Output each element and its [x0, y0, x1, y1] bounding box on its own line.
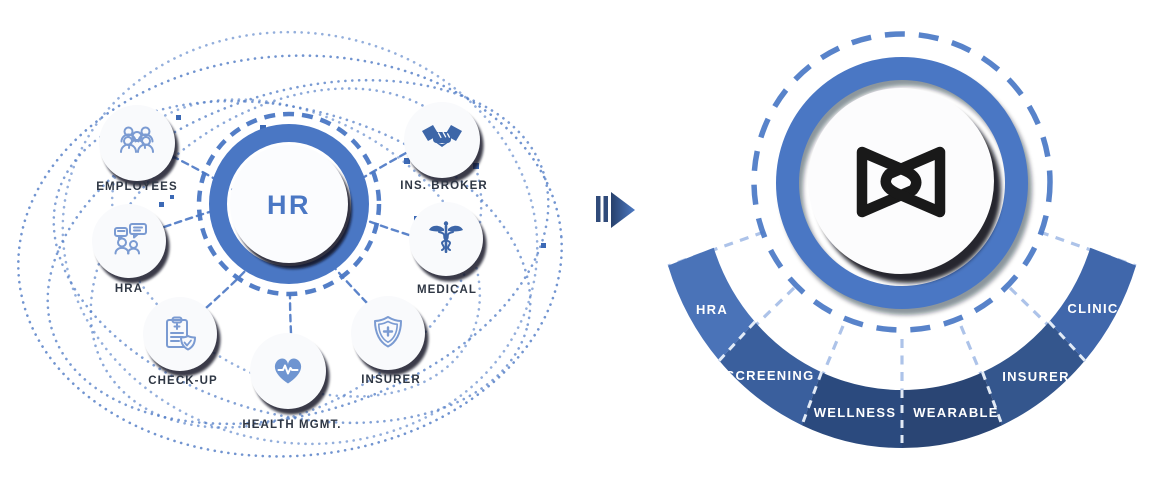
heart-pulse-icon — [274, 358, 302, 384]
satellite-label-insurer: INSURER — [361, 374, 420, 386]
fan-label-wearable: WEARABLE — [913, 405, 999, 420]
interlocked-links-logo — [856, 146, 946, 218]
chat-consultation-icon — [114, 223, 147, 255]
fan-label-insurer: INSURER — [1002, 369, 1070, 384]
satellite-check-up: CHECK-UP — [143, 297, 221, 387]
fan-label-screening: SCREENING — [726, 368, 815, 383]
hr-hub: HR — [196, 111, 382, 297]
orbit-ellipse — [46, 78, 550, 426]
fan-segment-hra — [668, 247, 755, 361]
node-square — [159, 202, 164, 207]
satellite-health-mgmt: HEALTH MGMT. — [242, 333, 341, 431]
node-square — [541, 243, 546, 248]
node-square — [176, 115, 181, 120]
connector-arc — [170, 154, 237, 193]
transform-arrow — [596, 192, 635, 228]
satellite-label-check-up: CHECK-UP — [148, 375, 218, 387]
platform-dashed-ring — [751, 31, 1053, 333]
hub-ring — [209, 124, 369, 284]
fan-segment-wearable — [902, 372, 1003, 449]
satellite-label-employees: EMPLOYEES — [96, 181, 177, 193]
shield-cross-icon — [374, 316, 402, 348]
satellite-label-medical: MEDICAL — [417, 284, 477, 296]
arrow-bar — [603, 196, 608, 222]
fan-separators — [718, 320, 1086, 448]
fan-label-wellness: WELLNESS — [814, 405, 897, 420]
arrow-head — [611, 192, 635, 228]
hub-circle — [230, 145, 348, 263]
fan-segment-clinic — [1049, 247, 1136, 361]
logo-weave-overlap — [884, 158, 914, 178]
fan-segment-screening — [719, 321, 822, 426]
platform-circle — [808, 88, 994, 274]
satellite-circle — [99, 105, 175, 181]
logo-right-link — [880, 146, 946, 218]
connector-arc — [204, 267, 249, 310]
satellite-label-hra: HRA — [115, 283, 143, 295]
orbit-ellipse — [110, 98, 482, 398]
clipboard-shield-icon — [166, 316, 196, 351]
satellite-insurer: INSURER — [351, 296, 429, 386]
hub-dashed-ring — [196, 111, 382, 297]
fan-separator — [800, 371, 823, 426]
satellite-employees: EMPLOYEES — [96, 105, 179, 193]
node-square — [404, 158, 410, 164]
platform-hub — [751, 31, 1053, 333]
hub-label: HR — [267, 190, 311, 220]
left-hr-ecosystem-diagram: HR EMPLOYEES — [17, 30, 563, 458]
satellite-circle — [92, 204, 166, 278]
people-group-icon — [120, 126, 154, 153]
fan-label-clinic: CLINIC — [1067, 301, 1118, 316]
fan-segment-wellness — [801, 372, 902, 449]
satellite-hra: HRA — [92, 204, 170, 295]
fan-label-hra: HRA — [696, 302, 728, 317]
connector-arc — [288, 292, 293, 335]
satellite-ins-broker: INS. BROKER — [400, 102, 488, 192]
fan-segment-insurer — [982, 321, 1085, 426]
connector-arc — [331, 264, 369, 305]
right-platform-diagram: HRA SCREENING WELLNESS WEARABLE INSURER … — [667, 31, 1137, 449]
connector-arc — [162, 208, 218, 229]
caduceus-icon — [429, 221, 463, 253]
connector-arc — [361, 217, 411, 237]
node-square — [260, 125, 266, 131]
platform-ring — [776, 57, 1028, 309]
orbit-ellipse — [52, 99, 532, 425]
orbit-ellipse — [61, 30, 539, 446]
orbit-ellipse — [17, 54, 563, 458]
node-square — [170, 195, 174, 199]
fan-separator — [981, 371, 1004, 426]
satellite-label-health-mgmt: HEALTH MGMT. — [242, 419, 341, 431]
service-fan: HRA SCREENING WELLNESS WEARABLE INSURER … — [668, 247, 1136, 449]
handshake-icon — [422, 125, 462, 147]
satellite-medical: MEDICAL — [409, 202, 487, 296]
connector-arc — [354, 151, 408, 184]
satellite-label-ins-broker: INS. BROKER — [400, 180, 488, 192]
arrow-bar — [596, 196, 601, 222]
